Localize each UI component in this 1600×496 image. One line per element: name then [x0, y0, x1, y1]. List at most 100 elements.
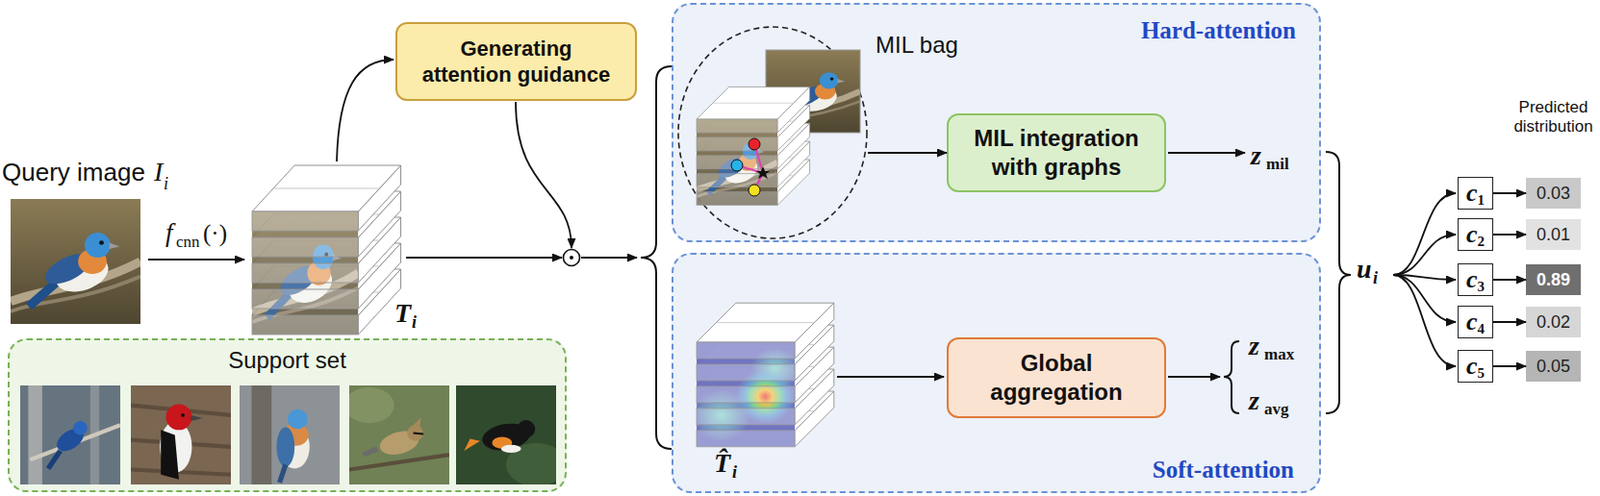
- flow-arrows: [515, 101, 572, 249]
- math-symbol: T̂: [713, 450, 731, 478]
- odot-symbol: [563, 250, 581, 267]
- bag-outline: [678, 26, 867, 239]
- feature-cube: [252, 211, 358, 335]
- class-index: 2: [1477, 234, 1486, 250]
- math-subscript: max: [1264, 346, 1295, 363]
- flow-arrows: [1168, 152, 1245, 154]
- probability-box: 0.01: [1525, 219, 1581, 251]
- math-symbol: T: [394, 300, 411, 328]
- brackets: [640, 66, 672, 450]
- brackets: [1223, 341, 1240, 414]
- bag-cube: [696, 86, 811, 205]
- flow-arrows: [1393, 275, 1456, 367]
- class-symbol: c: [1466, 222, 1478, 248]
- math-subscript: avg: [1264, 401, 1290, 418]
- class-box: c2: [1457, 218, 1494, 252]
- math-symbol: I: [153, 158, 163, 186]
- part-markers: [731, 159, 743, 172]
- flow-arrows: [148, 258, 245, 261]
- flow-arrows: [1393, 275, 1456, 323]
- connector-arrow: [1493, 279, 1526, 281]
- math-symbol: f: [165, 220, 174, 247]
- flow-arrows: [837, 376, 944, 379]
- math-symbol: (·): [203, 221, 228, 246]
- class-box: c1: [1457, 177, 1494, 210]
- panel-title: Soft-attention: [1152, 457, 1295, 483]
- probability-box: 0.03: [1525, 177, 1581, 209]
- process-box: Generating attention guidance: [395, 22, 637, 102]
- attention-cube: [691, 342, 800, 448]
- panel-title: Hard-attention: [1141, 18, 1296, 43]
- support-images: [456, 385, 566, 487]
- math-subscript: cnn: [176, 233, 201, 251]
- part-markers: [756, 166, 770, 179]
- box-label: 0.89: [1536, 270, 1571, 291]
- support-images: [239, 385, 340, 485]
- process-box: MIL integration with graphs: [946, 113, 1167, 193]
- class-index: 4: [1477, 322, 1486, 337]
- math-subscript: i: [732, 463, 737, 482]
- class-symbol: c: [1466, 309, 1478, 335]
- support-images: [20, 385, 121, 485]
- math-symbol: z: [1248, 387, 1260, 415]
- bag-cube: [696, 119, 778, 206]
- box-label: 0.03: [1536, 183, 1571, 204]
- math-subscript: mil: [1266, 155, 1290, 173]
- brackets: [1325, 152, 1351, 414]
- query-photo: [10, 199, 141, 325]
- connector-arrow: [1493, 365, 1526, 368]
- math-subscript: i: [411, 313, 417, 331]
- class-box: c3: [1457, 263, 1494, 297]
- box-label: 0.02: [1536, 312, 1571, 333]
- class-index: 5: [1477, 366, 1486, 381]
- attention-cube: [691, 303, 835, 448]
- bag-cube: [696, 119, 778, 206]
- panel-title: MIL bag: [875, 33, 959, 57]
- class-index: 3: [1477, 279, 1486, 295]
- axis-title: Predicted distribution: [1506, 98, 1600, 138]
- math-subscript: i: [163, 175, 169, 193]
- flow-arrows: [1168, 376, 1220, 379]
- support-images: [130, 385, 231, 485]
- connector-arrow: [1493, 192, 1526, 195]
- box-label: MIL integration with graphs: [965, 124, 1147, 182]
- process-box: Global aggregation: [946, 337, 1167, 419]
- connector-arrow: [1493, 233, 1526, 236]
- attention-cube: [696, 342, 795, 448]
- part-markers: [748, 138, 761, 151]
- image-label: Query image: [1, 159, 146, 185]
- probability-box: 0.89: [1525, 264, 1581, 296]
- brackets: [640, 66, 1351, 450]
- box-label: 0.05: [1536, 356, 1571, 378]
- math-symbol: u: [1356, 255, 1372, 283]
- math-symbol: z: [1248, 332, 1260, 360]
- class-symbol: c: [1466, 180, 1478, 206]
- query-photo: [10, 199, 141, 325]
- feature-cube: [252, 165, 402, 335]
- class-symbol: c: [1466, 267, 1478, 293]
- panel-title: Support set: [9, 349, 565, 373]
- probability-box: 0.05: [1525, 351, 1581, 382]
- odot-symbol: [563, 250, 581, 267]
- class-index: 1: [1477, 193, 1486, 208]
- box-label: 0.01: [1536, 225, 1571, 246]
- class-box: c4: [1457, 305, 1494, 339]
- feature-cube: [252, 211, 358, 335]
- math-subscript: i: [1372, 269, 1378, 287]
- connector-arrow: [1493, 321, 1526, 324]
- part-markers: [731, 138, 770, 197]
- bag-cube: [696, 86, 811, 205]
- flow-arrows: [1393, 193, 1456, 276]
- support-images: [344, 385, 450, 485]
- feature-cube: [252, 165, 402, 335]
- support-images: [20, 385, 566, 487]
- probability-box: 0.02: [1525, 306, 1581, 338]
- flow-arrows: [406, 256, 562, 259]
- flow-arrows: [1393, 234, 1456, 276]
- math-symbol: z: [1250, 142, 1262, 170]
- flow-arrows: [336, 59, 394, 162]
